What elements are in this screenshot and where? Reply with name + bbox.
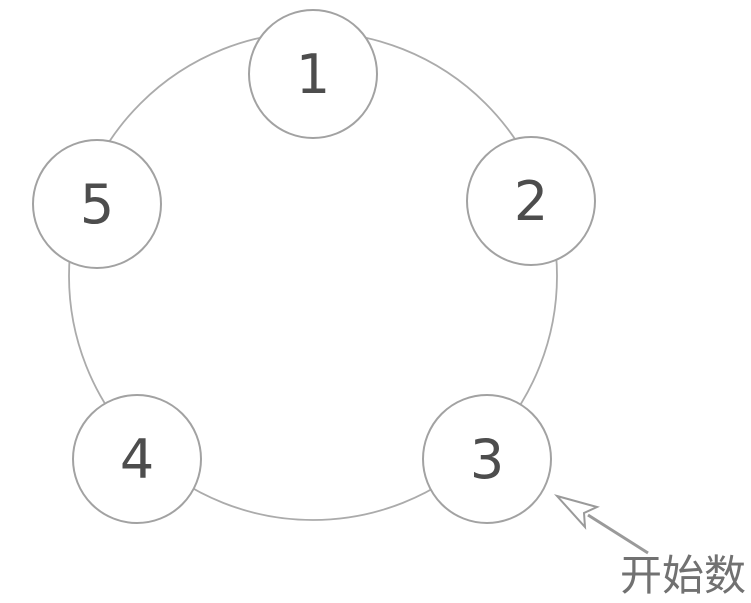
node-2: 2 <box>466 136 596 266</box>
node-5-label: 5 <box>80 173 114 236</box>
node-4: 4 <box>72 394 202 524</box>
node-1-label: 1 <box>296 43 330 106</box>
node-4-circle <box>72 394 202 524</box>
start-arrow-head-icon <box>553 494 600 530</box>
node-4-label: 4 <box>120 428 154 491</box>
node-5: 5 <box>32 139 162 269</box>
node-3: 3 <box>422 394 552 524</box>
node-3-label: 3 <box>470 428 504 491</box>
start-arrow-shaft <box>587 513 649 555</box>
node-5-circle <box>32 139 162 269</box>
node-1-circle <box>248 9 378 139</box>
node-3-circle <box>422 394 552 524</box>
node-1: 1 <box>248 9 378 139</box>
start-arrow <box>553 494 649 555</box>
start-annotation-label: 开始数 <box>620 551 746 600</box>
node-2-label: 2 <box>514 170 548 233</box>
node-2-circle <box>466 136 596 266</box>
